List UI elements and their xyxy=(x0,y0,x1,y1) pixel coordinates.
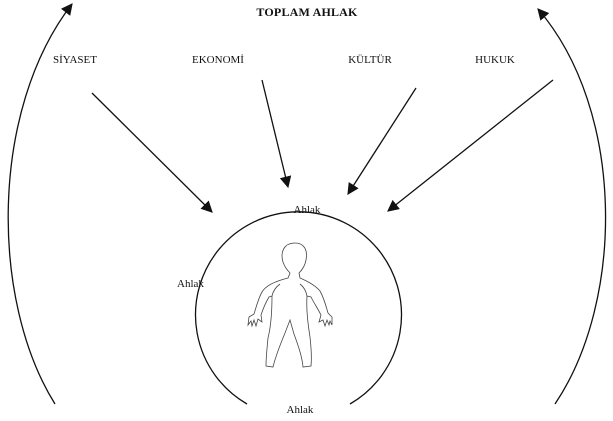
arrow-ekonomi xyxy=(262,80,288,187)
arrow-siyaset xyxy=(92,93,212,212)
moral-circle xyxy=(195,212,401,404)
diagram-title: TOPLAM AHLAK xyxy=(256,5,358,19)
domain-label-kultur: KÜLTÜR xyxy=(348,54,392,66)
domain-label-hukuk: HUKUK xyxy=(475,54,515,66)
domain-label-siyaset: SİYASET xyxy=(53,54,97,66)
circle-label-top: Ahlak xyxy=(294,204,321,216)
arrow-hukuk xyxy=(388,80,553,211)
feedback-arc-right xyxy=(538,9,606,404)
human-figure-icon xyxy=(248,243,332,367)
circle-label-bottom: Ahlak xyxy=(287,404,314,416)
arrow-kultur xyxy=(348,88,416,194)
domain-label-ekonomi: EKONOMİ xyxy=(192,54,244,66)
circle-label-left: Ahlak xyxy=(177,278,204,290)
